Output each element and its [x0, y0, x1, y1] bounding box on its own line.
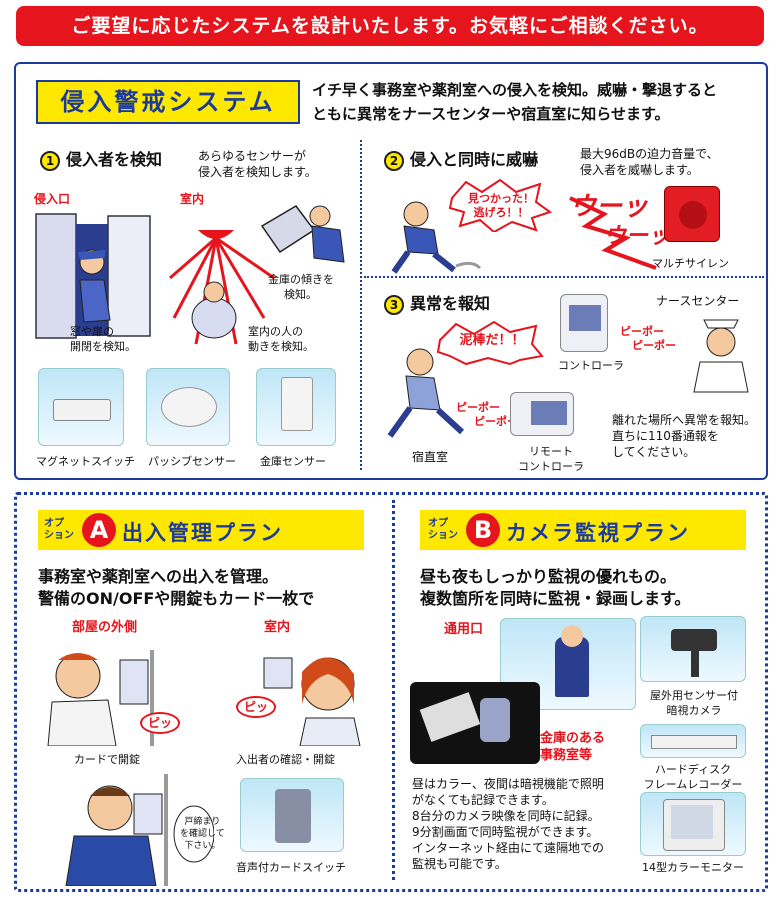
beep-text: ピーポー — [620, 325, 664, 338]
businessman-illustration — [65, 774, 214, 886]
controller-label: コントローラ — [558, 359, 624, 372]
card-user-illustration — [47, 650, 154, 746]
confirm-label: 入出者の確認・開錠 — [236, 753, 335, 766]
remote-controller-photo — [510, 392, 574, 436]
night-camera-photo — [640, 616, 746, 682]
magnet-switch-photo — [38, 368, 124, 446]
option-a-description: 事務室や薬剤室への出入を管理。警備のON/OFFや開錠もカード一枚で — [38, 567, 315, 608]
night-guard-illustration — [387, 348, 465, 438]
door-illustration — [35, 213, 151, 339]
fleeing-thief-illustration — [391, 201, 482, 274]
night-camera-view — [410, 682, 540, 764]
night-room-label: 宿直室 — [412, 450, 449, 464]
multi-siren-photo — [664, 186, 720, 242]
option-b-description: 昼も夜もしっかり監視の優れもの。複数箇所を同時に監視・録画します。 — [420, 567, 691, 608]
safe-caption: 金庫の傾きを検知。 — [268, 273, 334, 301]
inside-label: 室内 — [264, 620, 291, 635]
beep-text: ピーポー — [632, 339, 676, 352]
siren-sound-2: ウーッ — [604, 224, 671, 249]
product-label: 金庫センサー — [260, 455, 326, 468]
siren-label: マルチサイレン — [652, 257, 729, 270]
person-caption: 室内の人の動きを検知。 — [248, 325, 314, 353]
hdd-recorder-label: ハードディスクフレームレコーダー — [643, 763, 743, 791]
beep-bubble: ピッ — [140, 712, 180, 734]
siren-sound-1: ウーッ — [570, 192, 649, 222]
shock-bubble-text: 見つかった！逃げろ！！ — [468, 192, 534, 219]
passive-sensor-rays — [169, 230, 275, 345]
option-a-title: 出入管理プラン — [122, 521, 283, 545]
door-caption: 窓や扉の開閉を検知。 — [70, 325, 136, 353]
step-number: 3 — [384, 294, 404, 315]
section-divider — [360, 140, 362, 470]
remote-controller-label: リモートコントローラ — [518, 445, 584, 473]
beep-bubble: ピッ — [236, 696, 276, 718]
card-switch-photo — [240, 778, 344, 852]
night-camera-label: 屋外用センサー付暗視カメラ — [650, 689, 738, 717]
thief-alert-text: 泥棒だ！！ — [459, 333, 525, 348]
intercom-user-illustration — [263, 657, 361, 746]
section-divider — [364, 276, 764, 278]
option-b-badge: B — [466, 513, 500, 547]
product-label: パッシブセンサー — [148, 455, 236, 468]
shock-bubble — [448, 178, 552, 232]
nurse-illustration — [693, 319, 749, 393]
product-label: マグネットスイッチ — [36, 455, 135, 468]
intrusion-description: イチ早く事務室や薬剤室への侵入を検知。威嚇・撃退すると ともに異常をナースセンタ… — [312, 81, 718, 123]
safe-room-label: 金庫のある事務室等 — [540, 731, 606, 763]
intrusion-panel — [14, 62, 768, 480]
nurse-center-label: ナースセンター — [656, 294, 740, 308]
room-label: 室内 — [180, 192, 205, 206]
option-b-body: 昼はカラー、夜間は暗視機能で照明 がなくても記録できます。 8台分のカメラ映像を… — [412, 777, 605, 871]
options-panel — [14, 492, 768, 892]
siren-sound-graphic — [569, 196, 657, 270]
step-number: 1 — [40, 150, 60, 171]
thief-alert-bubble — [436, 320, 544, 366]
gate-label: 通用口 — [444, 622, 484, 637]
safe-sensor-photo — [256, 368, 336, 446]
beep-text: ピーポー — [456, 401, 500, 414]
alert-description: 離れた場所へ異常を報知。直ちに110番通報をしてください。 — [612, 413, 757, 459]
safe-thief-illustration — [260, 205, 345, 263]
option-a-badge: A — [82, 513, 116, 547]
section-2-description: 最大96dBの迫力音量で、侵入者を威嚇します。 — [580, 147, 719, 177]
step-number: 2 — [384, 150, 404, 171]
hdd-recorder-photo — [640, 724, 746, 758]
option-b-tag: オプション — [428, 518, 458, 541]
options-divider — [392, 500, 395, 880]
monitor-label: 14型カラーモニター — [642, 861, 744, 874]
top-banner: ご要望に応じたシステムを設計いたします。お気軽にご相談ください。 — [16, 6, 764, 46]
beep-text: ピーポー — [474, 415, 518, 428]
passive-sensor-photo — [146, 368, 230, 446]
option-b-title: カメラ監視プラン — [506, 521, 690, 545]
intrusion-title: 侵入警戒システム — [36, 80, 300, 124]
entrance-label: 侵入口 — [34, 192, 71, 206]
controller-photo — [560, 294, 608, 352]
option-a-tag: オプション — [44, 518, 74, 541]
monitor-photo — [640, 792, 746, 856]
reminder-speech: 戸締まりを確認して下さい。 — [180, 817, 225, 851]
outside-label: 部屋の外側 — [72, 620, 138, 635]
card-unlock-label: カードで開錠 — [74, 753, 140, 766]
section-1-description: あらゆるセンサーが侵入者を検知します。 — [198, 149, 317, 179]
card-switch-label: 音声付カードスイッチ — [236, 861, 346, 874]
